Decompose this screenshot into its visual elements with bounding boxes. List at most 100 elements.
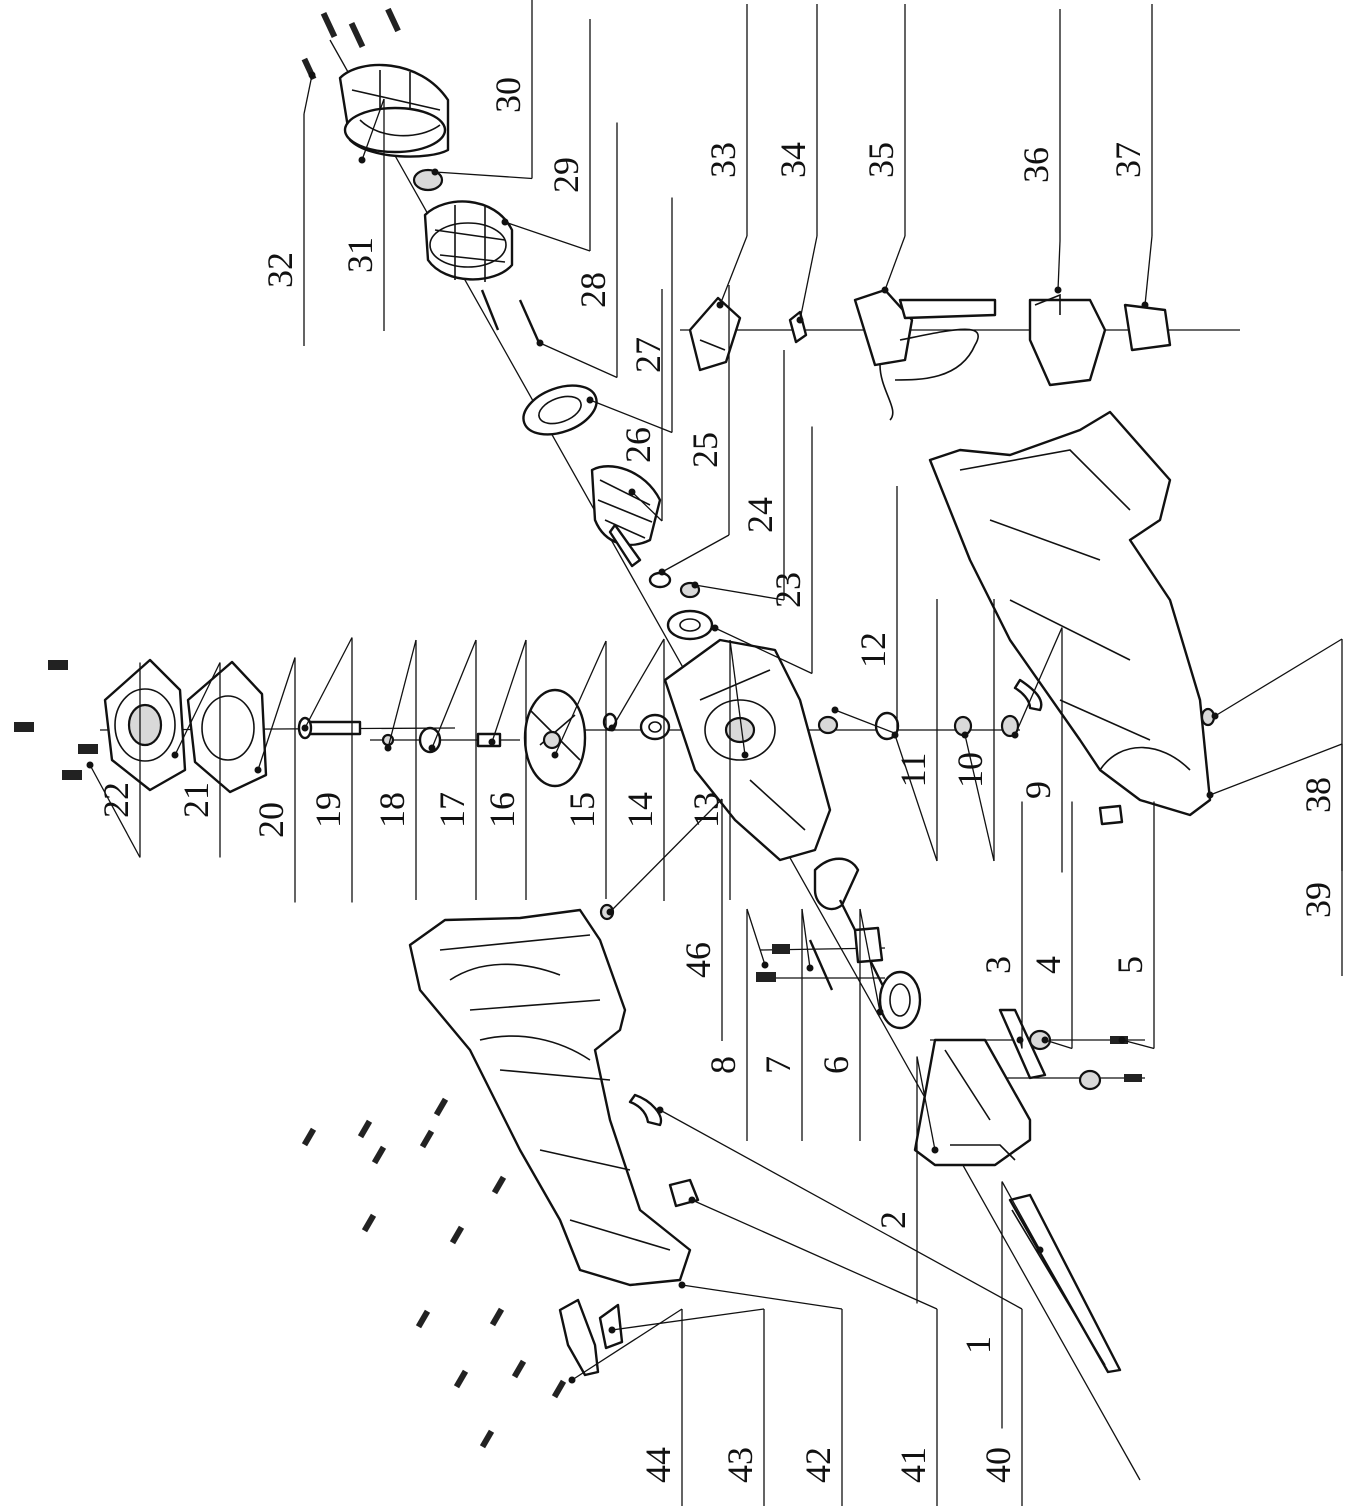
callout-35: 35 <box>861 4 906 294</box>
callout-leader <box>659 1109 1023 1310</box>
callout-23: 23 <box>711 426 813 675</box>
callout-dot <box>428 744 436 752</box>
callout-40: 40 <box>656 1106 1023 1506</box>
gasket-21 <box>186 660 268 794</box>
callout-11: 11 <box>891 599 938 862</box>
callout-43: 43 <box>608 1308 765 1506</box>
callout-leader <box>304 637 353 729</box>
callout-dot <box>536 339 544 347</box>
callout-dot <box>891 731 899 739</box>
gear-15 <box>523 688 587 788</box>
callout-leader <box>1144 235 1153 306</box>
callout-leader <box>746 908 766 966</box>
callout-22: 22 <box>86 662 141 858</box>
part-number-label: 30 <box>488 77 528 113</box>
callout-44: 44 <box>568 1308 683 1506</box>
callout-leader <box>434 171 533 180</box>
bearing-12 <box>817 715 839 735</box>
part-number-label: 3 <box>978 956 1018 974</box>
callout-dot <box>831 706 839 714</box>
callout-32: 32 <box>260 71 316 346</box>
part-number-label: 9 <box>1018 781 1058 799</box>
callout-dot <box>1011 731 1019 739</box>
callout-dot <box>931 1146 939 1154</box>
part-number-label: 16 <box>482 792 522 828</box>
callout-leader <box>1214 638 1343 717</box>
callout-leader <box>589 399 673 434</box>
part-number-label: 39 <box>1298 882 1338 918</box>
gear-housing-13 <box>663 638 832 862</box>
long-screws-28 <box>480 289 542 346</box>
housing-half-39 <box>928 410 1212 817</box>
callout-leader <box>799 235 818 321</box>
trigger-wire-35 <box>853 288 997 421</box>
callout-dot <box>606 908 614 916</box>
callout-3: 3 <box>978 801 1024 1049</box>
pad-40 <box>628 1093 663 1127</box>
fan-baffle-27 <box>522 384 598 436</box>
callout-leader <box>174 662 221 756</box>
part-number-label: 19 <box>308 792 348 828</box>
pad-small-right <box>1013 678 1124 826</box>
callout-leader <box>1001 1181 1041 1251</box>
callout-leader <box>916 1056 936 1151</box>
callout-leader <box>609 798 723 913</box>
callout-8: 8 <box>703 908 769 1141</box>
part-number-label: 21 <box>176 782 216 818</box>
callout-15: 15 <box>551 640 607 899</box>
callout-dot <box>691 581 699 589</box>
part-number-label: 25 <box>685 432 725 468</box>
part-number-label: 26 <box>618 427 658 463</box>
callout-leader <box>1121 1039 1155 1050</box>
housing-half-42 <box>408 908 692 1287</box>
callout-dot <box>1016 1036 1024 1044</box>
callout-36: 36 <box>1016 9 1062 294</box>
callout-dot <box>1036 1246 1044 1254</box>
motor-housing-31 <box>338 63 450 158</box>
callout-leader <box>894 734 938 862</box>
part-number-label: 31 <box>340 237 380 273</box>
nut-9 <box>1000 714 1020 738</box>
callout-dot <box>608 1326 616 1334</box>
callout-46: 46 <box>606 798 723 1041</box>
part-number-label: 34 <box>773 142 813 178</box>
callout-24: 24 <box>691 350 785 601</box>
callout-6: 6 <box>816 908 884 1141</box>
callout-leader <box>611 1308 765 1331</box>
callout-leader <box>257 657 296 771</box>
callout-dot <box>741 751 749 759</box>
part-number-label: 29 <box>546 157 586 193</box>
callout-4: 4 <box>1028 801 1073 1050</box>
part-number-label: 4 <box>1028 956 1068 974</box>
part-number-label: 37 <box>1108 142 1148 178</box>
callout-dot <box>1141 301 1149 309</box>
callout-leader <box>89 764 141 858</box>
callout-18: 18 <box>372 639 417 900</box>
callout-12: 12 <box>831 486 898 735</box>
part-number-label: 20 <box>251 802 291 838</box>
shoe-2 <box>913 1038 1032 1167</box>
callout-leader <box>504 221 591 252</box>
callout-dot <box>796 316 804 324</box>
callout-9: 9 <box>1011 627 1063 873</box>
spring-34 <box>788 310 808 344</box>
callout-25: 25 <box>658 285 730 576</box>
callout-dot <box>678 1281 686 1289</box>
part-number-label: 18 <box>372 792 412 828</box>
callout-dot <box>171 751 179 759</box>
callout-7: 7 <box>758 908 814 1141</box>
part-number-label: 14 <box>620 792 660 828</box>
bearing-23 <box>666 609 714 641</box>
callout-2: 2 <box>873 1056 939 1304</box>
callout-leader <box>801 908 811 969</box>
callout-27: 27 <box>586 197 673 434</box>
callout-leader <box>631 491 663 522</box>
callout-leader <box>1014 627 1063 736</box>
callout-dot <box>761 961 769 969</box>
callout-dot <box>1118 1036 1126 1044</box>
callout-41: 41 <box>688 1196 938 1506</box>
callout-dot <box>876 1008 884 1016</box>
callout-dot <box>1206 791 1214 799</box>
